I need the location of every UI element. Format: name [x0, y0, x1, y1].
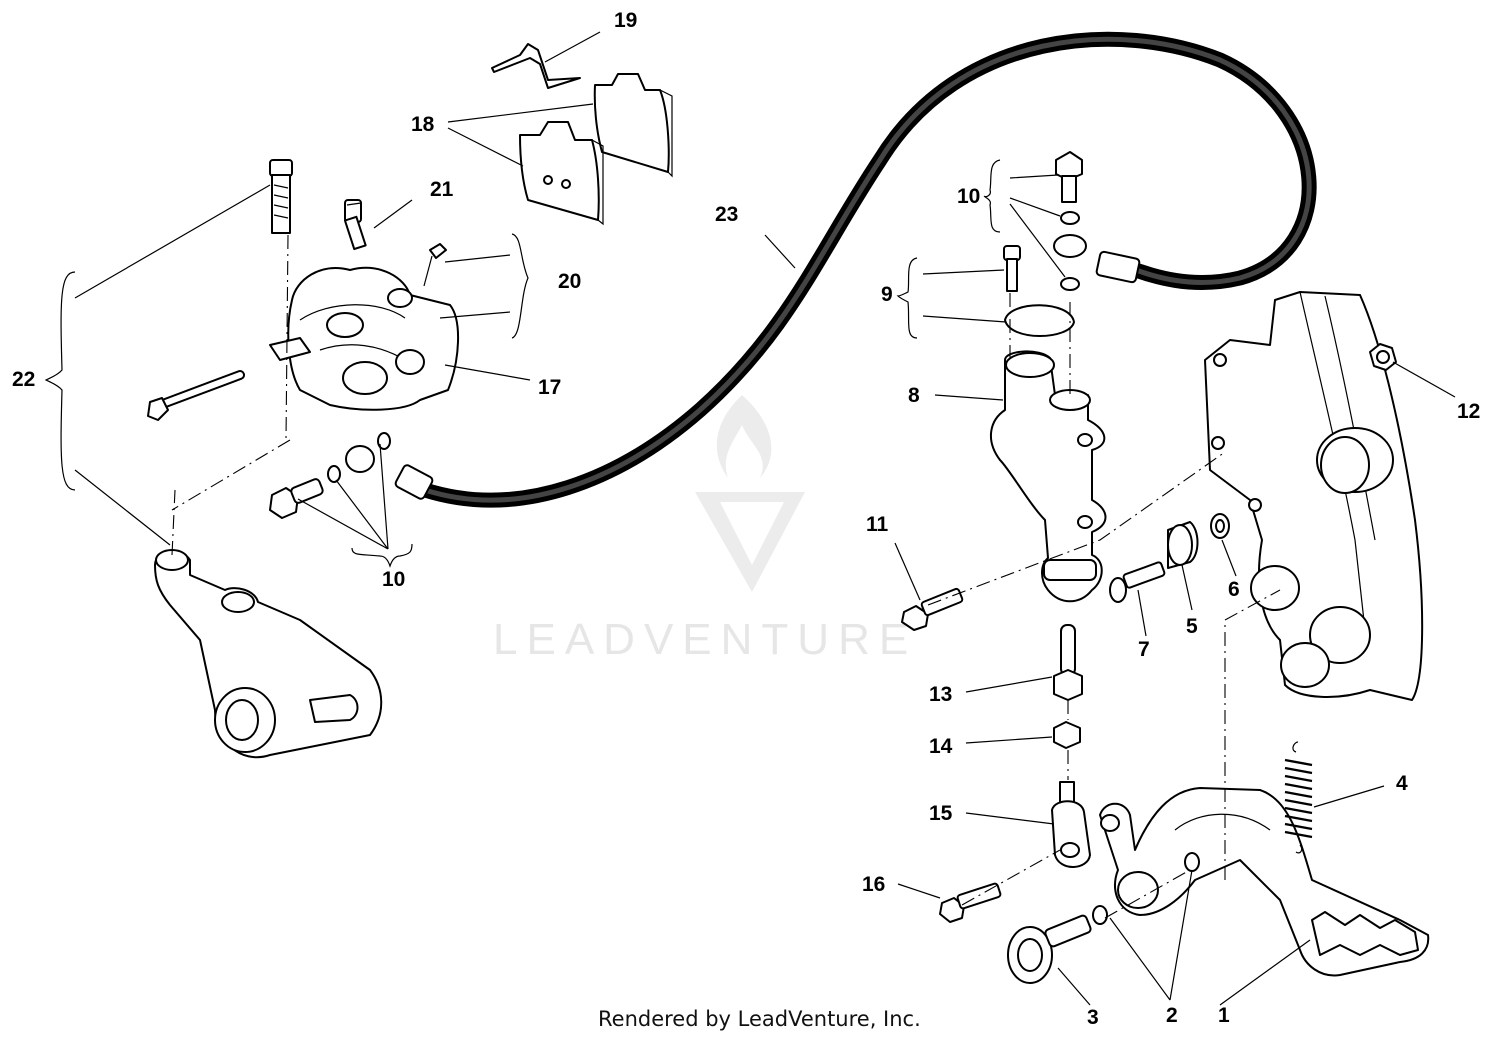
callout-19: 19: [614, 9, 637, 32]
callout-11: 11: [866, 513, 889, 536]
flame-watermark-icon: [716, 395, 772, 478]
callout-14: 14: [929, 735, 953, 758]
pad-pin-clip: [491, 43, 581, 89]
lock-nut: [1053, 721, 1081, 749]
callout-13: 13: [929, 683, 952, 706]
brake-hose: [394, 31, 1317, 508]
master-banjo-fitting: [1053, 151, 1087, 291]
callout-21: 21: [430, 178, 454, 201]
callout-18: 18: [411, 113, 435, 136]
callout-12: 12: [1457, 400, 1480, 423]
callout-22: 22: [12, 368, 35, 391]
return-spring: [1284, 741, 1313, 854]
caliper-bracket: [154, 549, 383, 759]
callouts: 19 18 21 23 20 22 17 10 10 9 8 12 11 6 5…: [12, 9, 1480, 1029]
push-rod: [1053, 624, 1083, 701]
callout-8: 8: [908, 384, 920, 407]
callout-20: 20: [558, 270, 581, 293]
brake-pads: [519, 73, 673, 226]
spacer: [1167, 521, 1199, 569]
leader-lines: [44, 31, 1456, 1006]
frame-section: [1204, 291, 1424, 701]
v-mark-watermark-icon: [695, 492, 805, 592]
callout-16: 16: [862, 873, 885, 896]
master-cylinder: [990, 350, 1107, 603]
bleeder-valve: [343, 199, 367, 251]
caliper-assembly: [147, 159, 459, 421]
callout-9: 9: [881, 283, 893, 306]
callout-17: 17: [538, 376, 561, 399]
callout-1: 1: [1218, 1004, 1230, 1027]
watermark: LEADVENTURE: [493, 395, 917, 664]
watermark-text: LEADVENTURE: [493, 615, 917, 664]
callout-3: 3: [1087, 1006, 1099, 1029]
footer-credit: Rendered by LeadVenture, Inc.: [598, 1007, 921, 1031]
frame-nut: [1369, 343, 1397, 371]
mount-bolt-7: [1109, 561, 1166, 603]
pedal-pivot-bolt: [1007, 914, 1092, 984]
callout-4: 4: [1396, 772, 1408, 795]
callout-10-caliper: 10: [382, 568, 405, 591]
callout-7: 7: [1138, 638, 1150, 661]
washer: [1210, 513, 1230, 539]
reservoir-cap: [1003, 245, 1075, 337]
callout-6: 6: [1228, 578, 1240, 601]
mount-bolt-11: [901, 587, 964, 631]
callout-15: 15: [929, 802, 953, 825]
callout-10-master: 10: [957, 185, 980, 208]
clevis: [1051, 781, 1091, 868]
brake-pedal: [1099, 787, 1430, 977]
callout-5: 5: [1186, 615, 1198, 638]
center-lines: [171, 234, 1281, 919]
callout-23: 23: [715, 203, 738, 226]
caliper-banjo-fitting: [269, 432, 391, 519]
callout-2: 2: [1166, 1004, 1178, 1027]
